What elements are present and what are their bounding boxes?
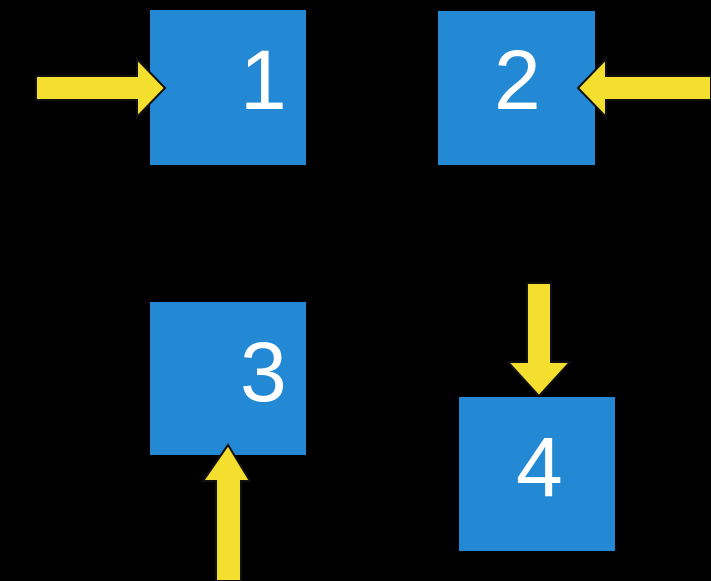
node-box-4[interactable]	[459, 397, 615, 551]
arrow-down-icon[interactable]	[505, 282, 573, 398]
node-label-2: 2	[494, 33, 541, 127]
arrow-up-icon[interactable]	[201, 443, 252, 581]
arrow-right-icon[interactable]	[35, 56, 167, 120]
node-label-4: 4	[516, 420, 563, 514]
node-box-2[interactable]	[438, 11, 595, 165]
arrow-left-icon[interactable]	[576, 56, 711, 120]
node-label-1: 1	[240, 33, 287, 127]
node-box-3[interactable]	[150, 302, 306, 455]
node-box-1[interactable]	[150, 10, 306, 165]
node-label-3: 3	[240, 325, 287, 419]
